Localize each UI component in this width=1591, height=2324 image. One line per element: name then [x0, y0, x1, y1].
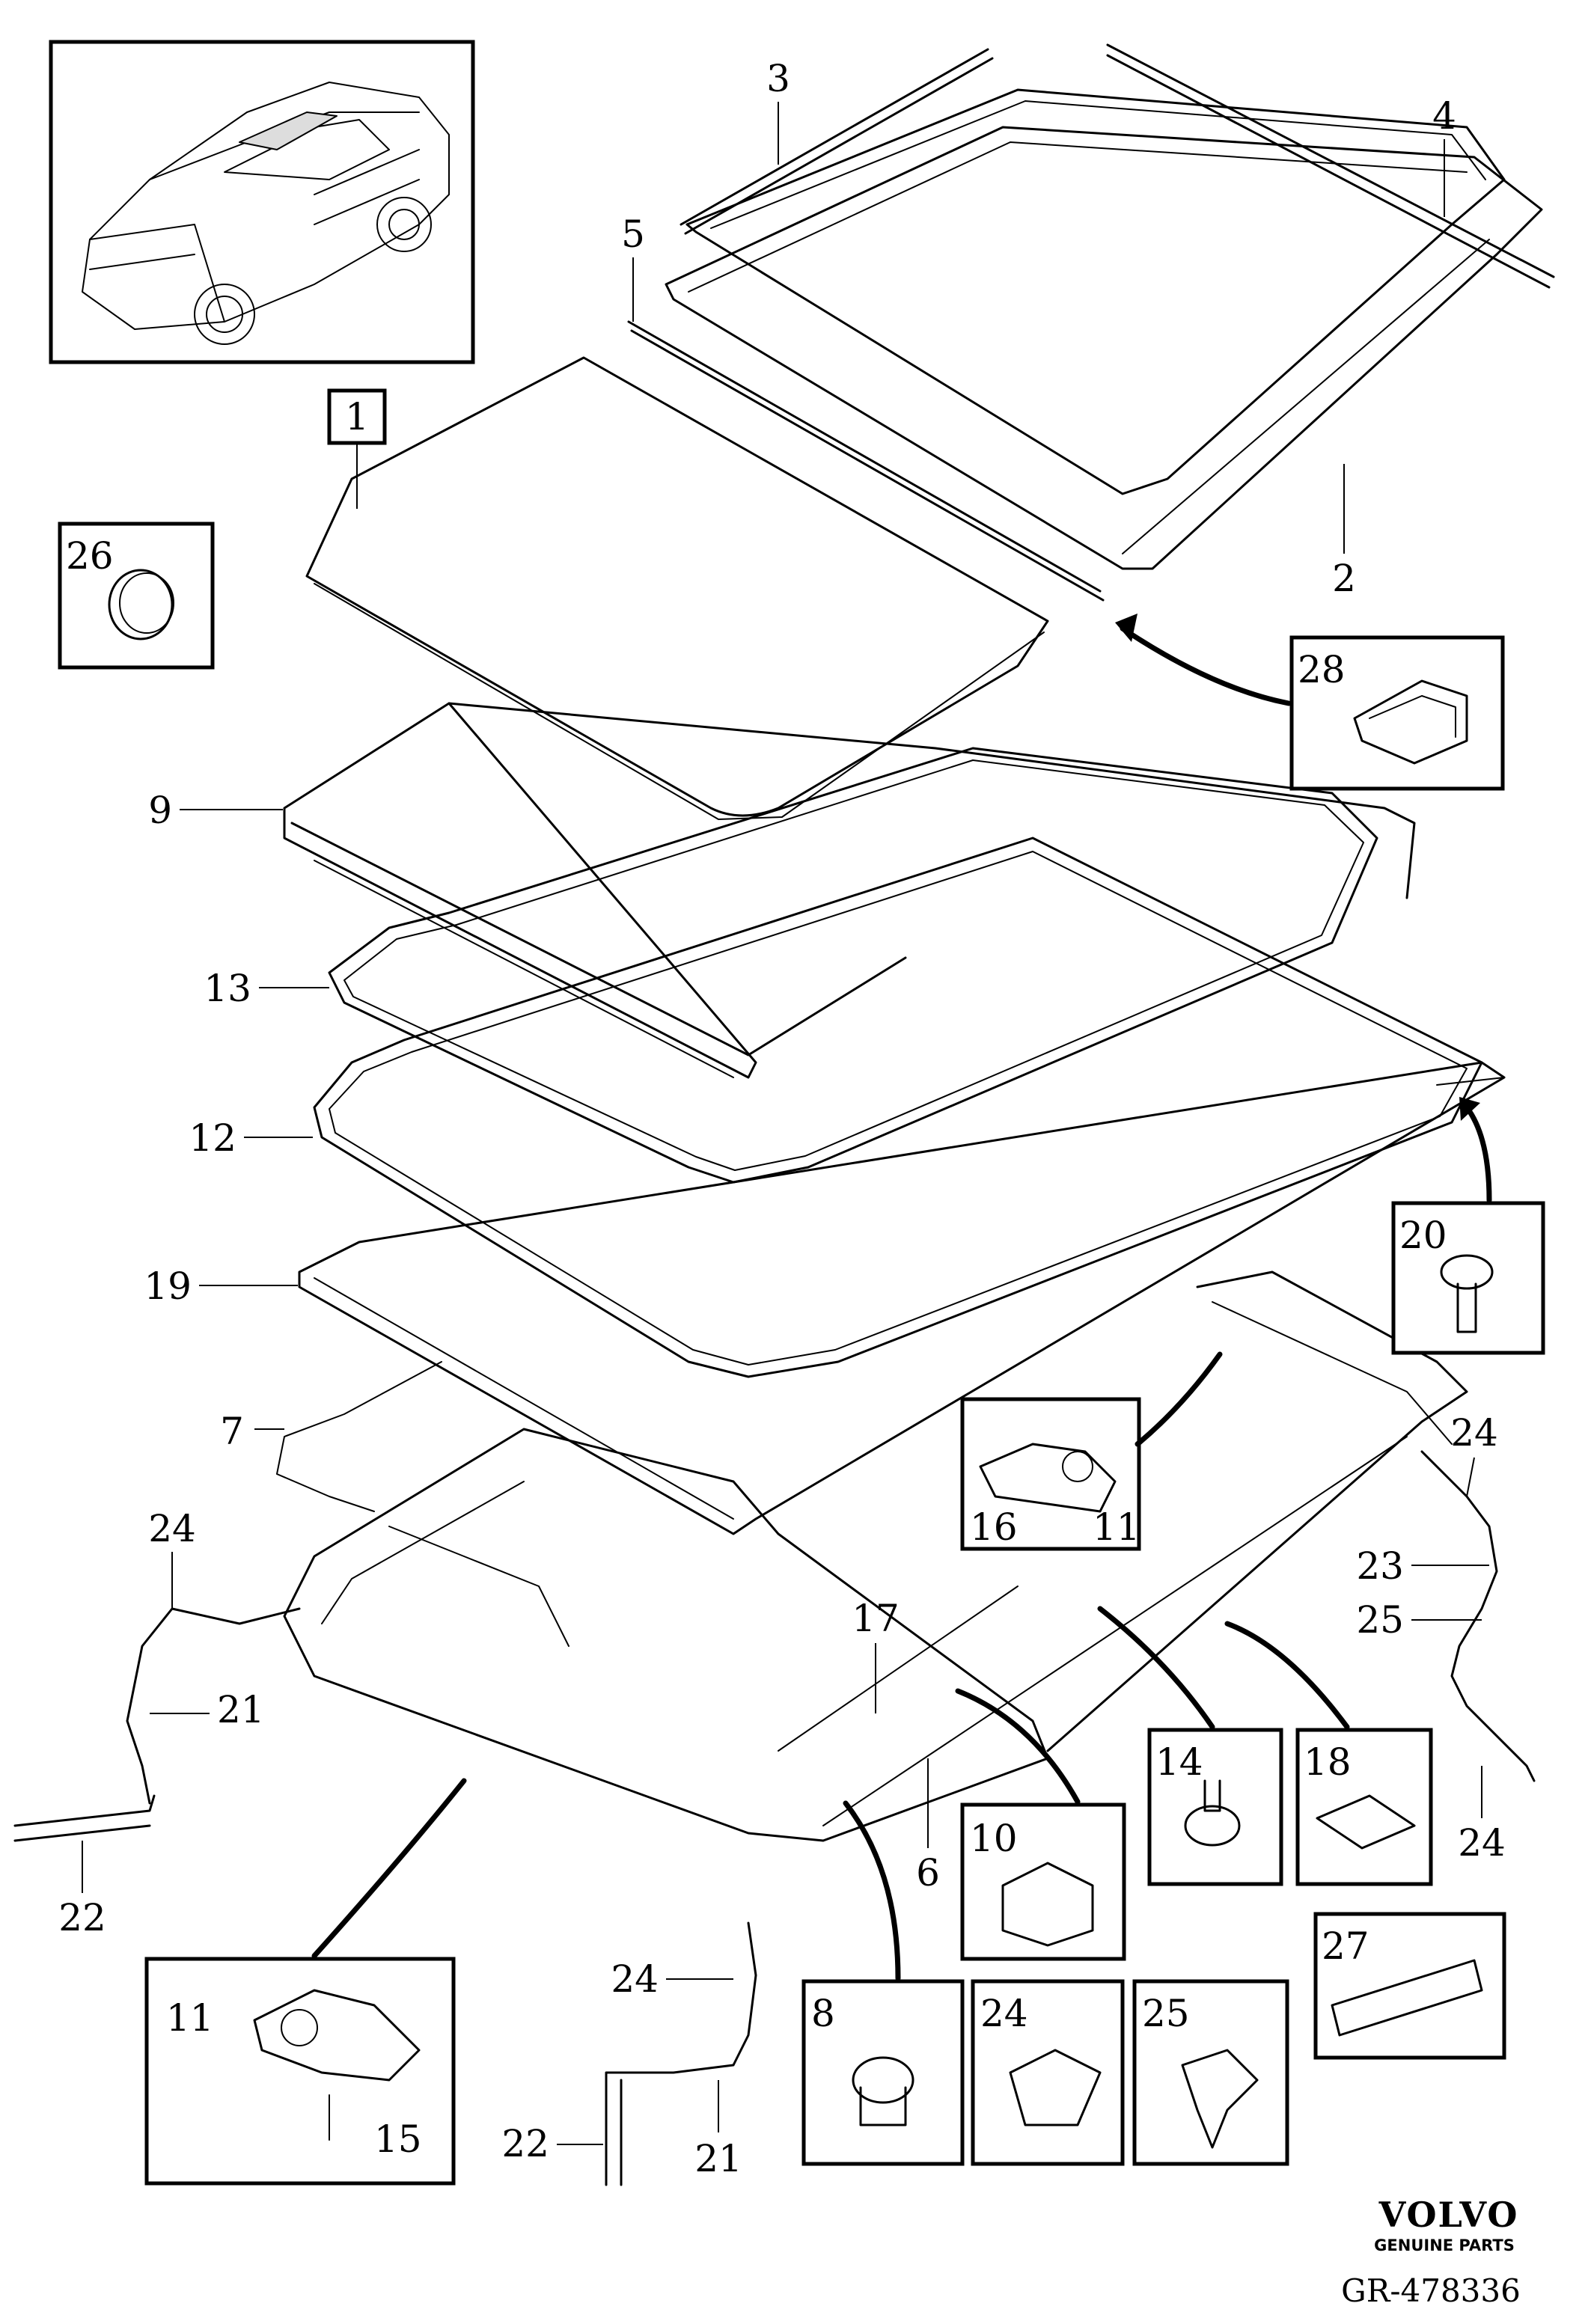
callout-12: 12 — [189, 1116, 236, 1160]
callout-22-bottom: 22 — [501, 2122, 549, 2165]
callout-25: 25 — [1356, 1598, 1404, 1642]
inset-label-26: 26 — [66, 534, 114, 578]
callout-22-left: 22 — [58, 1896, 106, 1939]
inset-16-11: 16 11 — [960, 1397, 1141, 1551]
arrowhead-20 — [1459, 1097, 1480, 1121]
inset-label-11-bottom: 11 — [166, 1996, 214, 2040]
inset-label-20: 20 — [1399, 1214, 1447, 1257]
glass-panel: 1 — [305, 356, 1049, 820]
inset-label-10: 10 — [970, 1817, 1018, 1860]
inset-26: 26 — [58, 522, 215, 670]
inset-18: 18 — [1295, 1728, 1433, 1886]
inset-label-18: 18 — [1304, 1740, 1352, 1784]
inset-11-15: 11 15 — [144, 1957, 456, 2186]
sunshade-19: 19 — [144, 1061, 1506, 1535]
callout-1: 1 — [345, 395, 369, 438]
inset-label-24: 24 — [980, 1992, 1028, 2035]
arrow-11-top — [1135, 1351, 1223, 1447]
callout-2: 2 — [1332, 557, 1356, 600]
arrow-14 — [1097, 1606, 1215, 1730]
inset-label-27: 27 — [1322, 1924, 1369, 1968]
callout-24-left: 24 — [148, 1507, 196, 1550]
callout-24-bottom: 24 — [611, 1957, 659, 2001]
genuine-parts-label: GENUINE PARTS — [1374, 2236, 1515, 2254]
arrow-10 — [955, 1688, 1081, 1805]
vehicle-overview-inset — [49, 40, 475, 364]
drain-hose-bottom: 24 22 21 — [501, 1921, 757, 2186]
arrow-11-bottom — [311, 1778, 467, 1959]
callout-9: 9 — [148, 789, 172, 832]
inset-20: 20 — [1391, 1201, 1545, 1355]
seals: 13 12 — [189, 747, 1483, 1378]
inset-24-clip: 24 — [971, 1979, 1125, 2166]
seal-frame-assembly: 3 4 5 2 — [621, 43, 1555, 602]
arrow-8 — [843, 1800, 901, 1981]
callout-5: 5 — [621, 212, 645, 256]
inset-10: 10 — [960, 1802, 1126, 1961]
inset-25-clip: 25 — [1132, 1979, 1289, 2166]
drain-hose-left: 24 21 22 — [13, 1507, 301, 1939]
callout-13: 13 — [204, 967, 251, 1010]
callout-21-left: 21 — [217, 1688, 265, 1731]
inset-label-25: 25 — [1142, 1992, 1190, 2035]
inset-28: 28 — [1289, 635, 1505, 791]
callout-6: 6 — [916, 1851, 940, 1895]
arrowhead-28 — [1115, 614, 1137, 642]
drain-hose-right: 24 23 25 24 — [1356, 1411, 1536, 1865]
inset-14: 14 — [1147, 1728, 1283, 1886]
inset-label-14: 14 — [1155, 1740, 1203, 1784]
arrow-18 — [1224, 1621, 1350, 1730]
callout-7: 7 — [220, 1410, 244, 1453]
callout-21-bottom: 21 — [694, 2137, 742, 2180]
inset-label-11-top: 11 — [1093, 1505, 1140, 1549]
inset-label-8: 8 — [811, 1992, 835, 2035]
callout-3: 3 — [766, 57, 790, 100]
callout-24-right-top: 24 — [1450, 1411, 1498, 1455]
callout-4: 4 — [1432, 94, 1456, 138]
deflector-frame: 9 — [148, 702, 1416, 1079]
volvo-logo: VOLVO — [1378, 2195, 1519, 2235]
arrow-28 — [1120, 626, 1292, 706]
cable-7: 7 — [220, 1361, 442, 1512]
callout-19: 19 — [144, 1265, 192, 1308]
inset-label-16: 16 — [970, 1505, 1018, 1549]
base-frame: 6 17 — [283, 1270, 1468, 1895]
inset-27: 27 — [1313, 1912, 1506, 2060]
diagram-id: GR-478336 — [1341, 2272, 1521, 2309]
callout-24-right-bottom: 24 — [1458, 1821, 1506, 1865]
callout-17: 17 — [852, 1597, 900, 1640]
inset-label-15: 15 — [374, 2117, 422, 2161]
arrow-20 — [1464, 1104, 1492, 1203]
brand-block: VOLVO GENUINE PARTS GR-478336 — [1341, 2195, 1521, 2309]
callout-23: 23 — [1356, 1544, 1404, 1588]
inset-label-28: 28 — [1298, 648, 1346, 691]
inset-8: 8 — [801, 1979, 965, 2166]
